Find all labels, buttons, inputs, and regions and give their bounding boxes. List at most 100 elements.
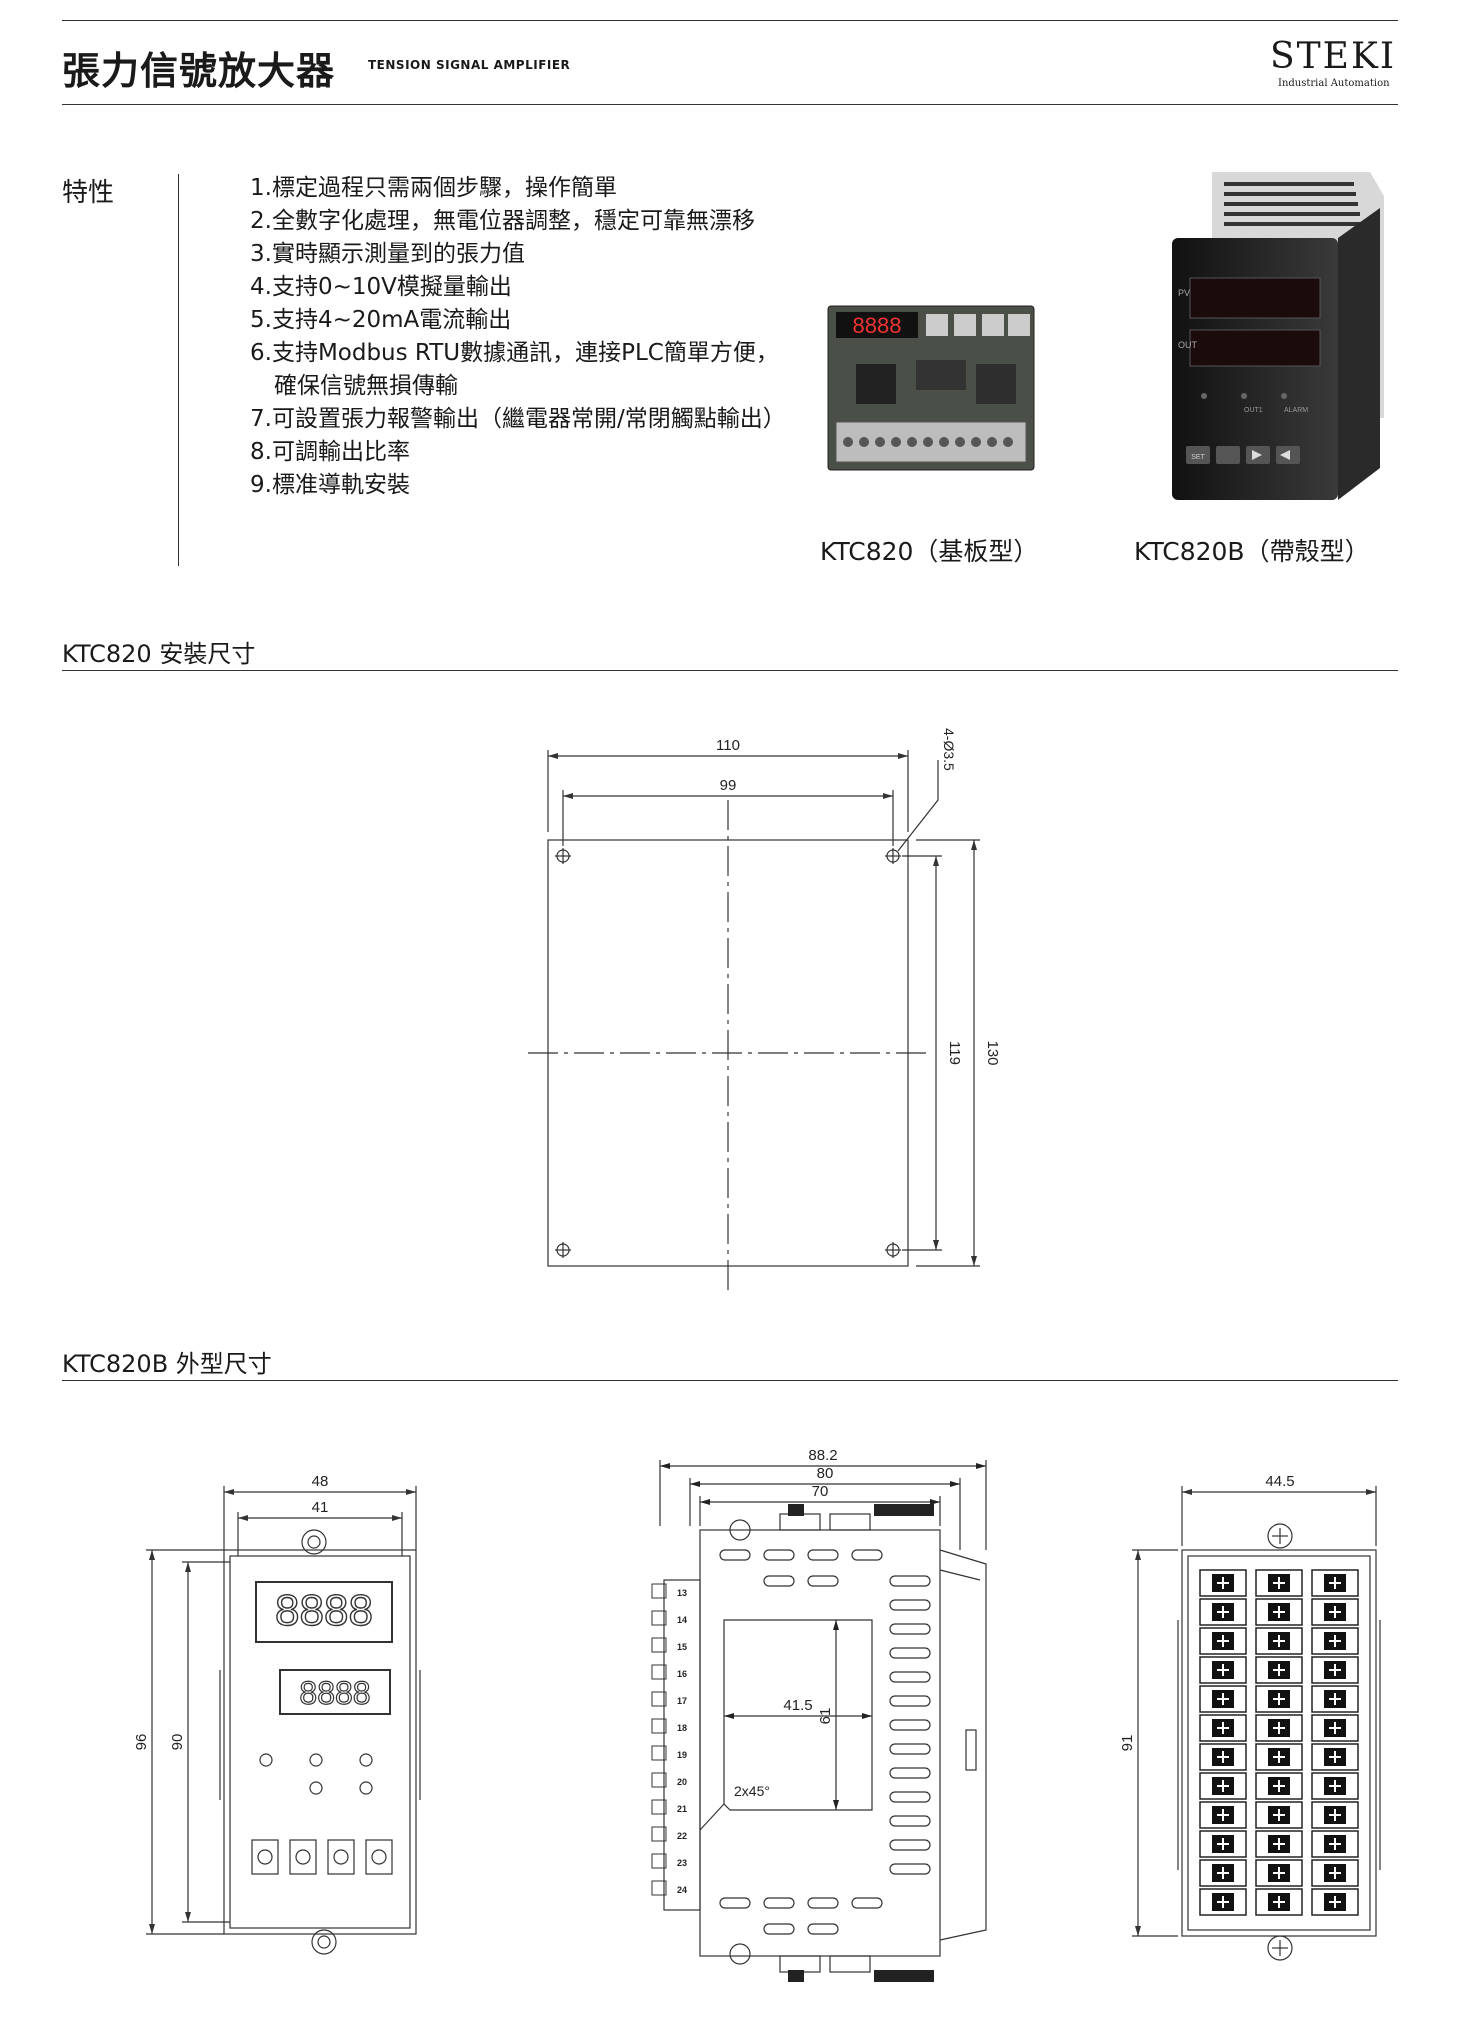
features-list: 1.標定過程只需兩個步驟，操作簡單 2.全數字化處理，無電位器調整，穩定可靠無漂…	[250, 172, 790, 502]
side-terminal-screw	[651, 1691, 667, 1707]
dim-height-holes: 119	[946, 1041, 963, 1065]
dim-width-outer: 110	[716, 737, 740, 754]
rear-terminal	[1311, 1627, 1359, 1655]
rear-terminal	[1311, 1830, 1359, 1858]
rear-terminal	[1199, 1743, 1247, 1771]
rear-terminal	[1199, 1569, 1247, 1597]
dim-hole-callout: 4-Ø3.5	[941, 728, 957, 771]
rear-terminal	[1311, 1859, 1359, 1887]
rear-terminal	[1255, 1743, 1303, 1771]
dim-window-chamfer: 2x45°	[734, 1783, 770, 1799]
side-terminal-label: 18	[677, 1723, 687, 1733]
feature-item: 6.支持Modbus RTU數據通訊，連接PLC簡單方便，確保信號無損傳輸	[250, 340, 779, 399]
case-caption: KTC820B（帶殼型）	[1134, 537, 1370, 566]
dim-rear-height: 91	[1119, 1735, 1136, 1752]
side-terminal-screw	[651, 1637, 667, 1653]
rear-terminal	[1199, 1656, 1247, 1684]
feature-item: 9.標准導軌安裝	[250, 472, 410, 498]
dim-front-height-outer: 96	[133, 1734, 150, 1751]
side-terminal-label: 19	[677, 1750, 687, 1760]
rear-terminal	[1255, 1714, 1303, 1742]
feature-item: 1.標定過程只需兩個步驟，操作簡單	[250, 175, 617, 201]
header-top-rule	[62, 20, 1398, 21]
side-terminal-screw	[651, 1772, 667, 1788]
side-terminal-label: 13	[677, 1588, 687, 1598]
rear-terminal	[1311, 1569, 1359, 1597]
front-display-digits: 8888	[275, 1586, 373, 1635]
rear-terminal	[1311, 1656, 1359, 1684]
section1-title: KTC820 安裝尺寸	[62, 640, 256, 668]
rear-terminal	[1311, 1888, 1359, 1916]
rear-terminal	[1199, 1830, 1247, 1858]
case-label: OUT1	[1244, 407, 1263, 414]
side-terminal-label: 17	[677, 1696, 687, 1706]
side-terminal-label: 15	[677, 1642, 687, 1652]
board-display-digits: 8888	[853, 313, 902, 338]
side-terminal-label: 23	[677, 1858, 687, 1868]
rear-terminal	[1311, 1714, 1359, 1742]
section2-title: KTC820B 外型尺寸	[62, 1350, 272, 1378]
rear-terminal	[1311, 1685, 1359, 1713]
feature-item: 5.支持4~20mA電流輸出	[250, 307, 512, 333]
dim-height-outer: 130	[984, 1040, 1001, 1065]
side-terminal-screw	[651, 1826, 667, 1842]
front-display-digits-secondary: 8888	[299, 1675, 370, 1711]
rear-terminal	[1199, 1772, 1247, 1800]
rear-terminal	[1255, 1569, 1303, 1597]
side-terminal-screw	[651, 1880, 667, 1896]
rear-terminal	[1199, 1685, 1247, 1713]
side-terminal-screw	[651, 1745, 667, 1761]
rear-terminal-block	[1199, 1569, 1359, 1916]
side-terminal-screw	[651, 1799, 667, 1815]
ktc820-board-photo: 8888	[827, 305, 1035, 471]
ktc820b-front-view: 8888 8888 48 41 96 90	[133, 1473, 421, 1955]
section1-rule	[62, 670, 1398, 671]
rear-terminal	[1255, 1598, 1303, 1626]
rear-terminal	[1311, 1598, 1359, 1626]
rear-terminal	[1255, 1830, 1303, 1858]
dim-side-depth-body: 80	[817, 1465, 834, 1482]
rear-terminal	[1199, 1801, 1247, 1829]
feature-item: 3.實時顯示測量到的張力值	[250, 241, 525, 267]
case-label: ALARM	[1284, 407, 1308, 414]
case-label: PV	[1178, 288, 1190, 298]
rear-terminal	[1255, 1772, 1303, 1800]
header-bottom-rule	[62, 104, 1398, 105]
rear-terminal	[1255, 1888, 1303, 1916]
side-terminal-label: 22	[677, 1831, 687, 1841]
rear-terminal	[1199, 1714, 1247, 1742]
page-title: 張力信號放大器	[62, 49, 336, 93]
features-divider	[178, 174, 179, 566]
features-heading: 特性	[62, 178, 115, 208]
case-label: OUT	[1178, 340, 1198, 350]
rear-terminal	[1311, 1743, 1359, 1771]
dim-rear-width: 44.5	[1265, 1473, 1294, 1490]
feature-item: 2.全數字化處理，無電位器調整，穩定可靠無漂移	[250, 208, 755, 234]
side-terminal-label: 14	[677, 1615, 687, 1625]
rear-terminal	[1255, 1685, 1303, 1713]
side-terminal-screw	[651, 1853, 667, 1869]
rear-terminal	[1199, 1859, 1247, 1887]
feature-item: 4.支持0~10V模擬量輸出	[250, 274, 512, 300]
rear-terminal	[1199, 1598, 1247, 1626]
side-terminal-screw	[651, 1583, 667, 1599]
rear-terminal	[1255, 1801, 1303, 1829]
dim-front-height-inner: 90	[169, 1734, 186, 1751]
side-terminal-screw	[651, 1664, 667, 1680]
rear-terminal	[1255, 1859, 1303, 1887]
board-caption: KTC820（基板型）	[820, 537, 1039, 566]
feature-item: 7.可設置張力報警輸出（繼電器常開/常閉觸點輸出）	[250, 406, 786, 432]
ktc820b-case-photo: PV OUT OUT1 ALARM SET	[1172, 172, 1384, 500]
dim-front-width-inner: 41	[312, 1499, 329, 1516]
brand-logo-tagline: Industrial Automation	[1278, 78, 1390, 89]
side-terminal-screw	[651, 1718, 667, 1734]
ktc820-mounting-drawing: 110 99 119 130 4-Ø3.5	[528, 728, 1001, 1290]
side-terminal-label: 16	[677, 1669, 687, 1679]
rear-terminal	[1255, 1656, 1303, 1684]
section2-rule	[62, 1380, 1398, 1381]
dim-front-width-outer: 48	[312, 1473, 329, 1490]
side-terminal-label: 24	[677, 1885, 687, 1895]
rear-terminal	[1199, 1627, 1247, 1655]
